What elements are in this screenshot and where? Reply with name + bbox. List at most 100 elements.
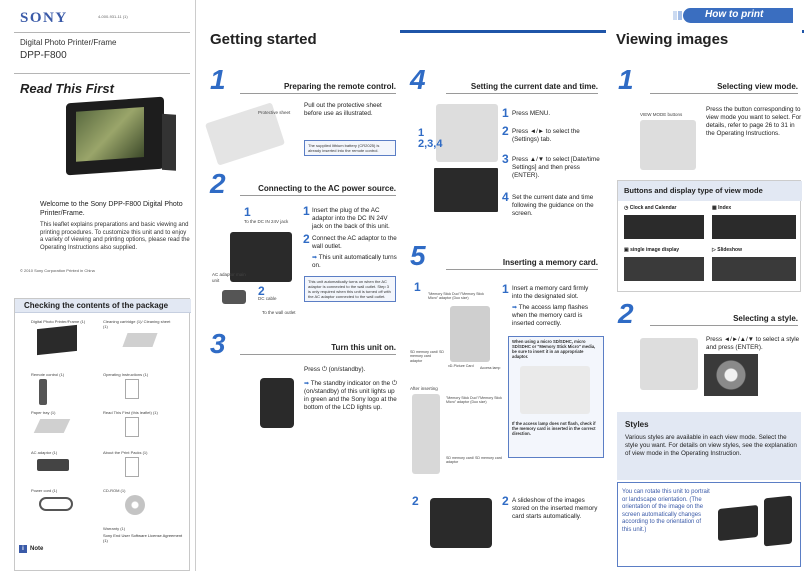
slideshow-icon: ▷ bbox=[712, 247, 718, 253]
how-to-print-dots bbox=[673, 11, 683, 20]
step-title: Selecting view mode. bbox=[717, 82, 798, 91]
step3-result: ➡ The standby indicator on the ⏻ (on/sta… bbox=[304, 380, 398, 412]
package-contents-title: Checking the contents of the package bbox=[24, 301, 169, 310]
step-divider bbox=[446, 93, 598, 94]
frame-icon bbox=[37, 324, 77, 356]
view-mode-box-header: Buttons and display type of view mode bbox=[618, 181, 802, 201]
step2-result-text: This unit automatically turns on. bbox=[312, 254, 397, 269]
list-item: Read This First (this leaflet) (1) bbox=[103, 410, 158, 415]
copyright: © 2010 Sony Corporation Printed in China bbox=[20, 268, 95, 273]
step-divider bbox=[240, 93, 396, 94]
leaflet-icon bbox=[125, 417, 139, 437]
mode-name: Clock and Calendar bbox=[629, 205, 677, 211]
print-pack-leaflet-icon bbox=[125, 457, 139, 477]
arrow-icon: ➡ bbox=[512, 305, 519, 311]
mode-label: ▷ Slideshow bbox=[712, 247, 742, 253]
step-title: Selecting a style. bbox=[733, 314, 798, 323]
sub-number: 1 bbox=[414, 280, 421, 294]
style-text: Press ◄/►/▲/▼ to select a style and pres… bbox=[706, 336, 800, 351]
step-number: 2 bbox=[210, 168, 226, 199]
arrow-buttons-illustration bbox=[640, 338, 698, 390]
step5-result-text: The access lamp flashes when the memory … bbox=[512, 304, 588, 327]
step2-sub1-text: Insert the plug of the AC adaptor into t… bbox=[312, 207, 390, 230]
sub-number: 1 bbox=[502, 282, 509, 296]
step-title: Preparing the remote control. bbox=[283, 82, 396, 91]
single-image-icon: ▣ bbox=[624, 247, 631, 253]
cover-column: SONY 4-000-931-11 (1) Digital Photo Prin… bbox=[0, 0, 196, 571]
list-item: About the Print Packs (1) bbox=[103, 450, 148, 455]
remote-buttons-illustration bbox=[436, 104, 498, 162]
dc-cable-label: DC cable bbox=[258, 296, 277, 301]
step-number: 3 bbox=[210, 328, 226, 359]
view-mode-buttons-illustration bbox=[640, 120, 696, 170]
product-line: Digital Photo Printer/Frame bbox=[20, 38, 117, 47]
step5-sub1-text: Insert a memory card firmly into the des… bbox=[512, 285, 589, 300]
step3-text: Press ⏻ (on/standby). bbox=[304, 366, 366, 373]
power-cord-icon bbox=[39, 497, 73, 511]
info-icon: i bbox=[19, 545, 27, 553]
step4-s4-text: Set the current date and time following … bbox=[512, 194, 594, 217]
ms-duo-label: "Memory Stick Duo"/"Memory Stick Micro" … bbox=[428, 292, 484, 301]
xd-card-label: xD-Picture Card bbox=[448, 364, 474, 368]
step5-result: ➡ The access lamp flashes when the memor… bbox=[512, 304, 600, 328]
viewing-title: Viewing images bbox=[616, 31, 729, 48]
settings-screen-illustration bbox=[434, 168, 498, 212]
getting-started-header: Getting started bbox=[200, 30, 400, 52]
styles-text: Various styles are available in each vie… bbox=[625, 434, 797, 457]
step-divider bbox=[240, 195, 396, 196]
section-bar bbox=[202, 30, 606, 33]
view-mode-text: Press the button corresponding to view m… bbox=[706, 106, 802, 137]
step4-s3-text: Press ▲/▼ to select [Date/time Settings]… bbox=[512, 156, 600, 179]
step-divider bbox=[650, 325, 798, 326]
list-item: Paper tray (1) bbox=[31, 410, 56, 415]
sd-card-label: SD memory card/ SD memory card adaptor bbox=[410, 350, 444, 363]
mode-name: Slideshow bbox=[717, 247, 742, 253]
portrait-frame-illustration bbox=[764, 495, 792, 547]
package-contents-header: Checking the contents of the package bbox=[15, 299, 191, 313]
adaptor-label: AC adaptor main unit bbox=[212, 272, 246, 283]
list-item: Warranty (1) bbox=[103, 526, 126, 531]
step-title: Inserting a memory card. bbox=[502, 258, 598, 267]
sub-number: 1 bbox=[244, 205, 251, 219]
arrow-icon: ➡ bbox=[312, 255, 319, 261]
cleaning-sheet-icon bbox=[122, 333, 158, 347]
adaptor-steps-illustration bbox=[520, 366, 590, 414]
step-number: 1 bbox=[618, 64, 634, 95]
mode-name: single image display bbox=[630, 247, 680, 253]
list-item: AC adaptor (1) bbox=[31, 450, 58, 455]
unit-back-illustration bbox=[230, 232, 292, 282]
sub-number: 2 bbox=[502, 494, 509, 508]
viewing-header: Viewing images bbox=[606, 30, 802, 52]
welcome-text: Welcome to the Sony DPP-F800 Digital Pho… bbox=[40, 201, 183, 217]
mode-label: ▦ Index bbox=[712, 205, 731, 211]
landscape-frame-illustration bbox=[718, 504, 758, 542]
tip-adaptor: When using a micro SD/SDHC, micro SD/SDH… bbox=[512, 339, 596, 359]
step3-result-text: The standby indicator on the ⏻ (on/stand… bbox=[304, 380, 397, 411]
frame-stand bbox=[162, 113, 176, 171]
sub-number: 2 bbox=[412, 494, 419, 508]
sub-number: 4 bbox=[502, 190, 509, 204]
battery-callout: The supplied lithium battery (CR2025) is… bbox=[304, 140, 396, 156]
note-title: Note bbox=[30, 546, 44, 552]
single-image-thumbnail bbox=[624, 257, 704, 281]
jack-label: To the DC IN 24V jack bbox=[244, 219, 289, 224]
tip-direction: If the access lamp does not flash, check… bbox=[512, 421, 596, 436]
index-thumbnail bbox=[712, 215, 796, 239]
list-item: CD-ROM (1) bbox=[103, 488, 126, 493]
sony-logo: SONY bbox=[20, 10, 68, 26]
step2-result: ➡ This unit automatically turns on. bbox=[312, 254, 398, 270]
step-divider bbox=[240, 354, 396, 355]
after-inserting-label: After inserting bbox=[410, 386, 438, 391]
remote-control-illustration bbox=[260, 378, 294, 428]
cd-rom-icon bbox=[125, 495, 145, 515]
step4-s1-text: Press MENU. bbox=[512, 110, 551, 117]
auto-on-callout: This unit automatically turns on when th… bbox=[304, 276, 396, 302]
step-title: Connecting to the AC power source. bbox=[258, 184, 396, 193]
mode-name: Index bbox=[718, 205, 732, 211]
list-item: Power cord (1) bbox=[31, 488, 58, 493]
step-number: 4 bbox=[410, 64, 426, 95]
read-first-title: Read This First bbox=[20, 81, 114, 96]
divider bbox=[14, 73, 190, 74]
sub-number: 2 bbox=[258, 284, 265, 298]
sub-number: 2 bbox=[502, 124, 509, 138]
